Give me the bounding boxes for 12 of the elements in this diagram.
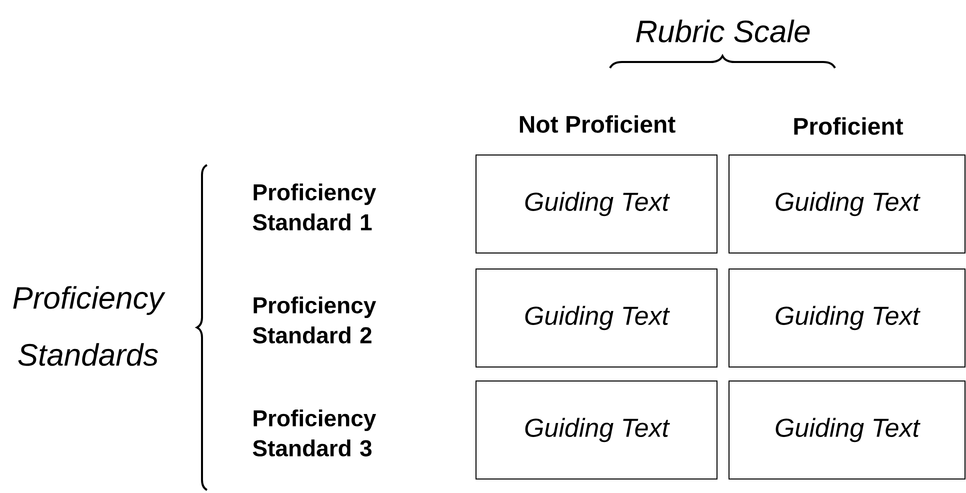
rubric-cell: Guiding Text bbox=[476, 380, 718, 480]
rubric-cell: Guiding Text bbox=[728, 154, 966, 254]
row-header: Proficiency Standard 2 bbox=[252, 296, 376, 344]
row-group-title: Proficiency Standards bbox=[13, 286, 166, 366]
row-header: Proficiency Standard 3 bbox=[252, 410, 376, 456]
scale-title: Rubric Scale bbox=[636, 20, 810, 42]
rubric-cell: Guiding Text bbox=[476, 268, 718, 368]
rubric-cell: Guiding Text bbox=[728, 380, 966, 480]
column-header: Not Proficient bbox=[520, 115, 676, 133]
rubric-cell: Guiding Text bbox=[728, 268, 966, 368]
row-header: Proficiency Standard 1 bbox=[252, 184, 376, 230]
rubric-cell: Guiding Text bbox=[476, 154, 718, 254]
